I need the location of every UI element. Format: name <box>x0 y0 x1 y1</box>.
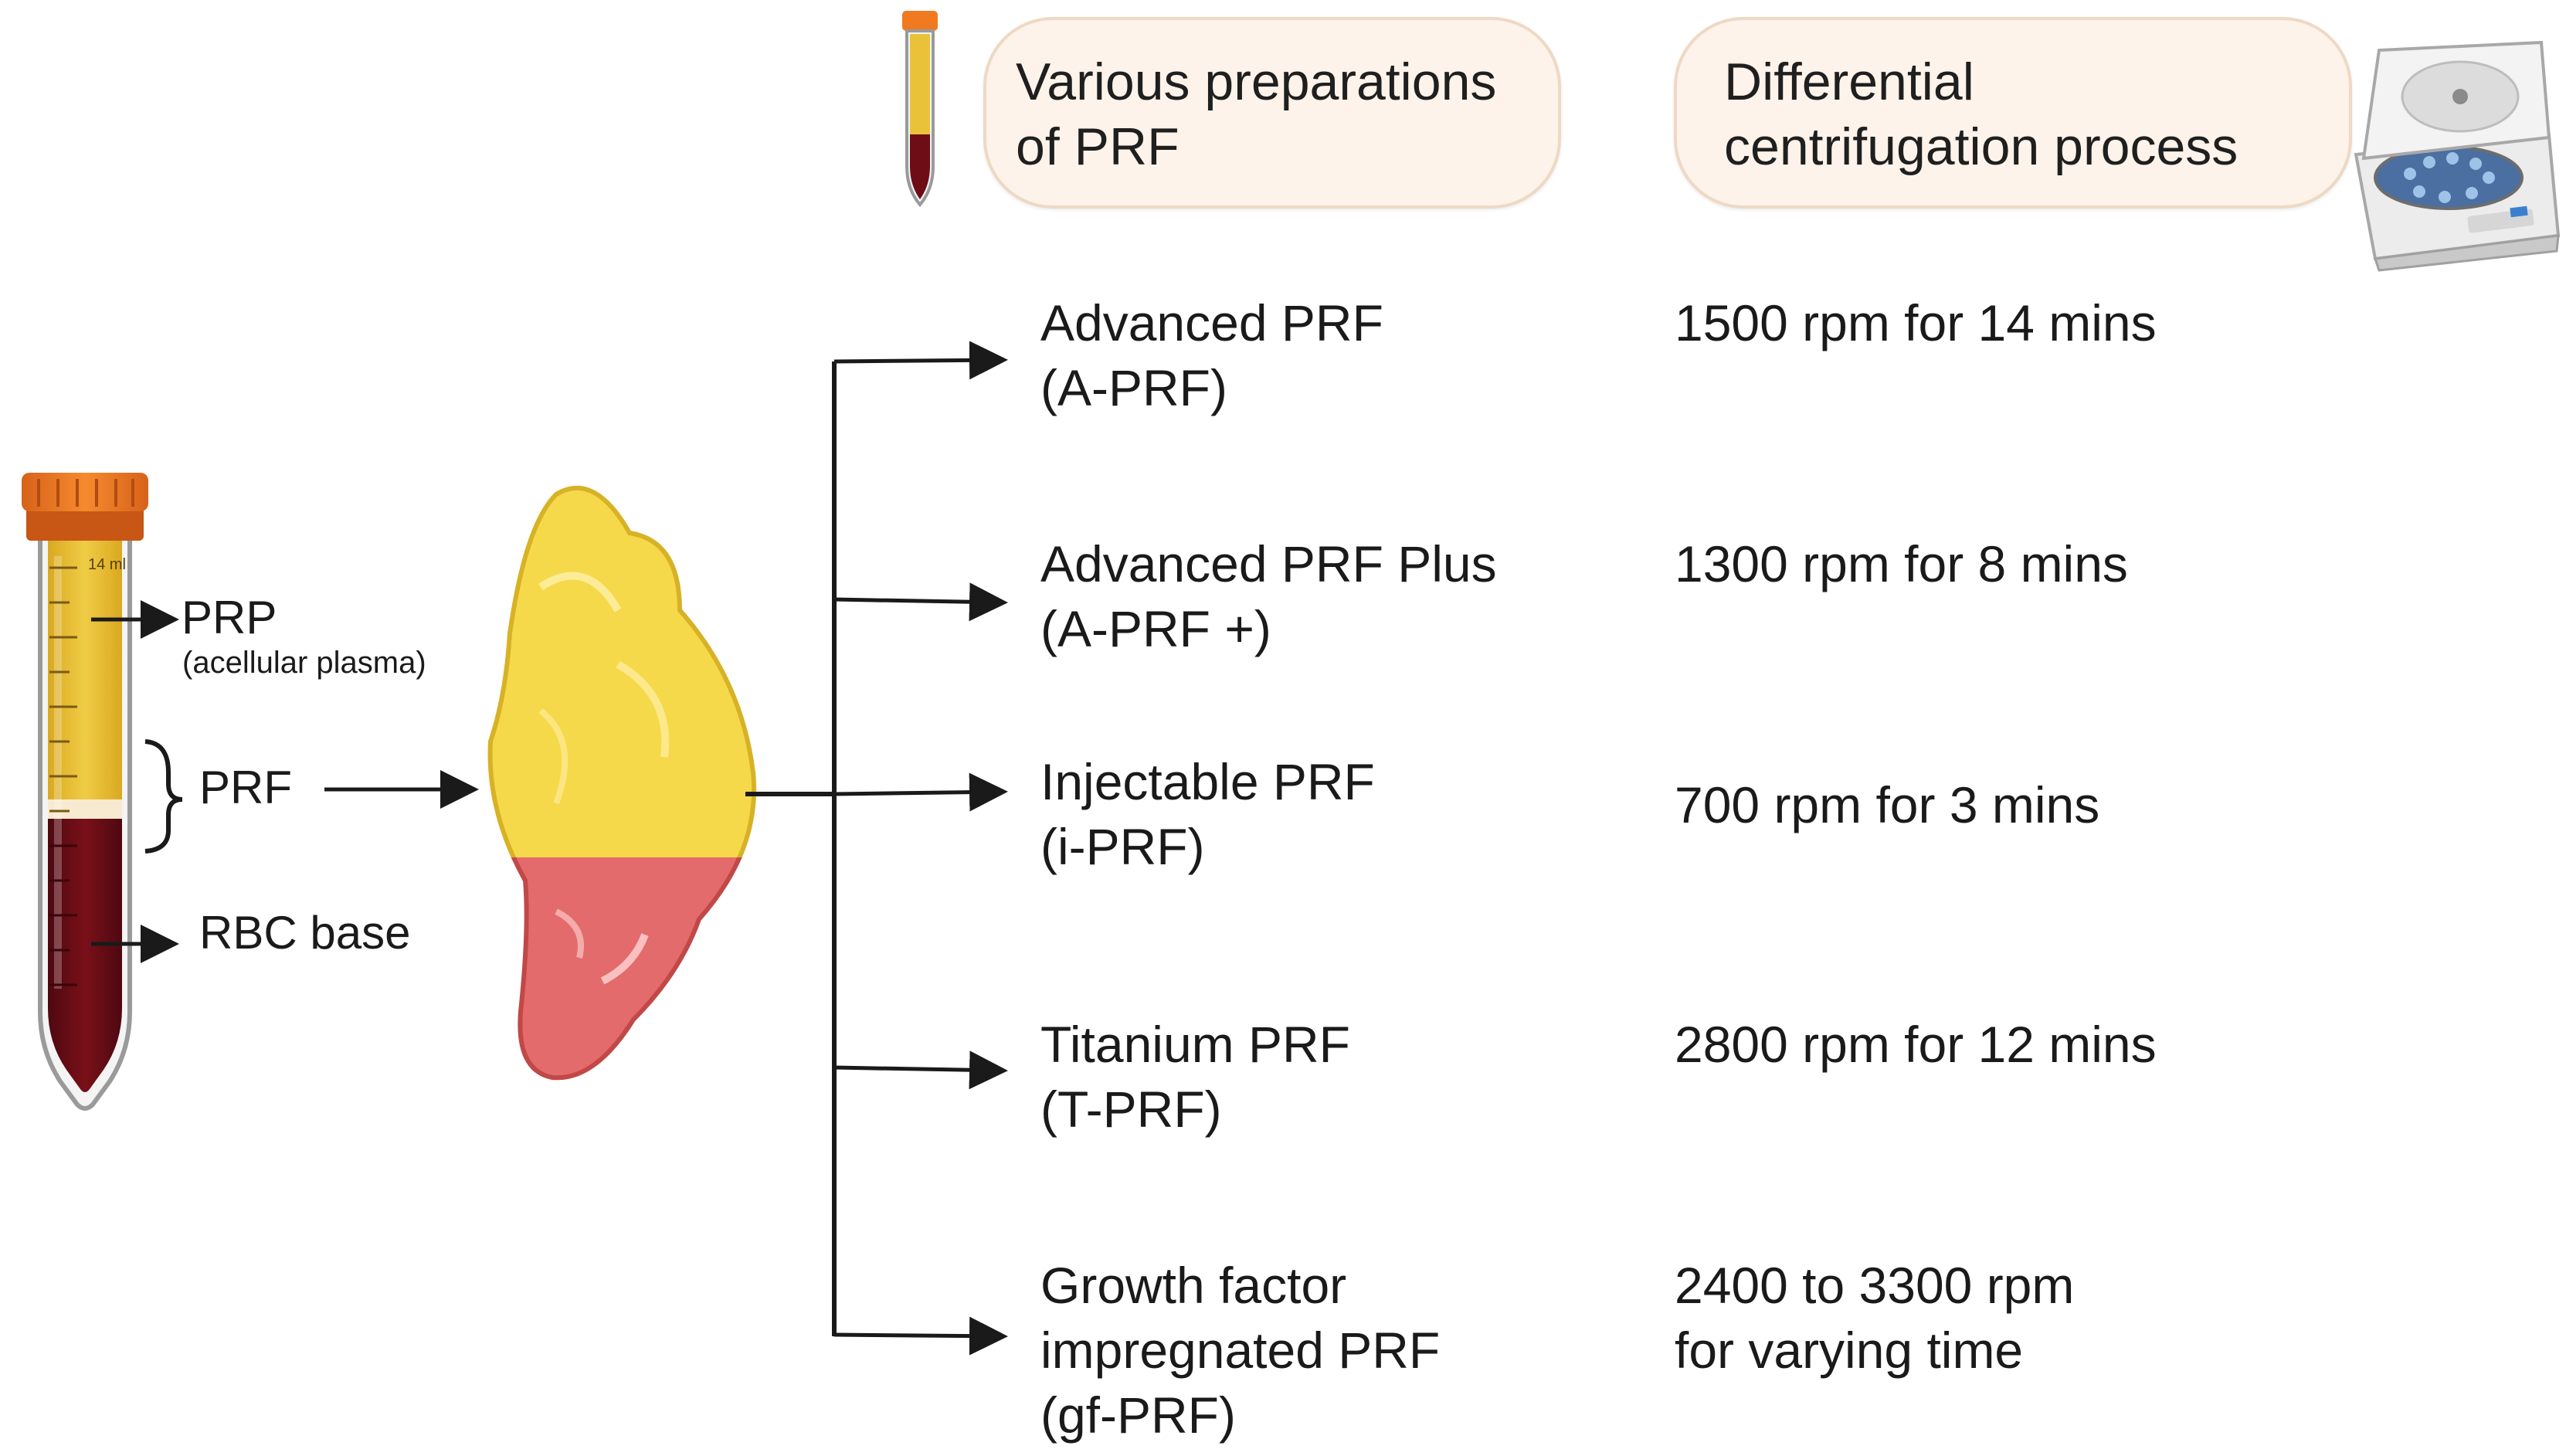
row-name-i-prf: Injectable PRF (i-PRF) <box>1040 753 1375 875</box>
row-name-a-prf-plus: Advanced PRF Plus (A-PRF +) <box>1040 535 1497 657</box>
row-process-a-prf-plus: 1300 rpm for 8 mins <box>1675 535 2128 592</box>
prp-note: (acellular plasma) <box>182 646 426 680</box>
branch-arrows <box>833 341 1008 1356</box>
preparations-header-title: Various preparations of PRF <box>1016 53 1497 176</box>
prf-clot-icon <box>487 485 757 1081</box>
test-tube-icon <box>22 473 148 1111</box>
row-name-gf-prf: Growth factor impregnated PRF (gf-PRF) <box>1040 1257 1441 1444</box>
preparations-header-pill <box>983 17 1561 209</box>
row-process-t-prf: 2800 rpm for 12 mins <box>1675 1016 2157 1073</box>
row-name-a-prf: Advanced PRF (A-PRF) <box>1040 294 1383 416</box>
rbc-label: RBC base <box>199 907 411 959</box>
centrifugation-header-title: Differential centrifugation process <box>1724 53 2238 176</box>
tube-scale-top: 14 ml <box>88 556 126 573</box>
prf-brace <box>144 739 183 854</box>
row-process-i-prf: 700 rpm for 3 mins <box>1675 776 2100 833</box>
prp-label: PRP <box>182 592 277 643</box>
centrifugation-header-pill <box>1674 17 2352 209</box>
centrifuge-icon <box>2354 40 2561 272</box>
prf-label: PRF <box>199 762 292 813</box>
small-tube-icon <box>902 11 938 208</box>
row-name-t-prf: Titanium PRF (T-PRF) <box>1040 1016 1350 1138</box>
row-process-a-prf: 1500 rpm for 14 mins <box>1675 294 2157 351</box>
row-process-gf-prf: 2400 to 3300 rpm for varying time <box>1675 1257 2075 1379</box>
